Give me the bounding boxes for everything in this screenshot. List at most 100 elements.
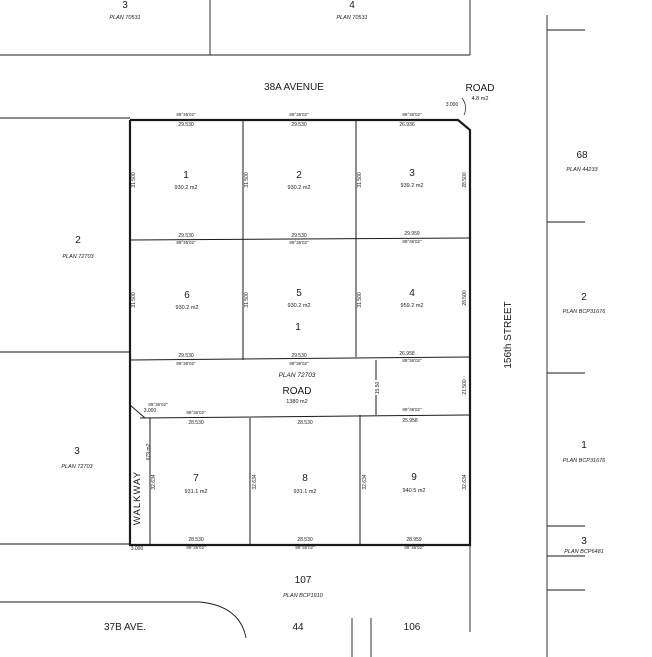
lot-number: 1: [183, 170, 189, 181]
bearing: 89°36'02": [402, 358, 422, 363]
road-corner-label: ROAD: [466, 83, 495, 94]
distance: 28.530: [188, 537, 204, 543]
bottom-neighbour-labels: 107 PLAN BCP1910 44 106: [283, 575, 421, 633]
bearing: 89°36'02": [402, 407, 422, 412]
bearing: 89°36'02": [176, 240, 196, 245]
lot-area: 930.2 m2: [288, 185, 311, 191]
neighbour-lot-107: 107: [295, 575, 312, 586]
new-road-area: 1380 m2: [286, 399, 307, 405]
new-road-label: ROAD: [283, 386, 312, 397]
neighbour-lot-106: 106: [404, 622, 421, 633]
bearing: 89°36'02": [289, 240, 309, 245]
distance: 28.500: [462, 290, 468, 306]
distance: 21.500: [462, 379, 468, 395]
distance: 3.000: [144, 408, 157, 414]
street-156th: 156th STREET: [503, 301, 514, 368]
distance: 3.000: [131, 546, 144, 552]
neighbour-plan-2-right: PLAN BCP31676: [563, 309, 606, 315]
neighbour-lot-2-left: 2: [75, 235, 81, 246]
distance: 3.000: [446, 102, 459, 108]
distance: 26.958: [399, 351, 415, 357]
lot-number: 5: [296, 288, 302, 299]
bearing: 89°36'02": [404, 545, 424, 550]
lot-number: 7: [193, 473, 199, 484]
distance: 29.530: [178, 353, 194, 359]
walkway-area: 679 m2: [146, 443, 152, 460]
neighbour-plan-1-right: PLAN BCP31676: [563, 458, 606, 464]
lot-number: 3: [409, 168, 415, 179]
lot-area: 959.2 m2: [401, 303, 424, 309]
bearing: 89°36'02": [402, 112, 422, 117]
distance: 29.530: [291, 353, 307, 359]
neighbour-lot-3-right: 3: [581, 536, 587, 547]
lot-area: 930.2 m2: [176, 305, 199, 311]
neighbour-lot-44: 44: [292, 622, 304, 633]
distance: 29.530: [291, 122, 307, 128]
right-neighbour-labels: 68 PLAN 44233 2 PLAN BCP31676 1 PLAN BCP…: [563, 150, 606, 555]
lot-area: 940.5 m2: [403, 488, 426, 494]
street-labels: 38A AVENUE ROAD 4.8 m2 156th STREET 37B …: [104, 82, 514, 633]
distance: 28.959: [406, 537, 422, 543]
lot-number: 4: [409, 288, 415, 299]
distance: 28.530: [297, 420, 313, 426]
distance: 29.530: [178, 122, 194, 128]
walkway: WALKWAY 679 m2: [132, 443, 152, 525]
neighbour-plan-2-left: PLAN 72703: [62, 254, 94, 260]
distance: 15.50: [375, 382, 381, 395]
central-road-labels: 1 PLAN 72703 ROAD 1380 m2: [279, 322, 316, 405]
distance: 29.530: [291, 233, 307, 239]
neighbour-plan-68: PLAN 44233: [566, 167, 598, 173]
neighbour-lot-1-right: 1: [581, 440, 587, 451]
distance: 28.530: [297, 537, 313, 543]
lot-number: 6: [184, 290, 190, 301]
street-38a-avenue: 38A AVENUE: [264, 82, 324, 93]
distance: 31.500: [131, 172, 137, 188]
walkway-label: WALKWAY: [132, 471, 143, 525]
bearing: 89°36'02": [186, 410, 206, 415]
bearing: 89°36'02": [289, 361, 309, 366]
lot-area: 930.2 m2: [175, 185, 198, 191]
neighbour-lot-4-top: 4: [349, 0, 355, 11]
lot-area: 930.2 m2: [288, 303, 311, 309]
corner-callout-arrow: [461, 97, 466, 116]
bearing: 89°36'02": [295, 545, 315, 550]
parent-plan-ref: PLAN 72703: [279, 372, 316, 379]
road-corner-area: 4.8 m2: [472, 96, 489, 102]
bearing: 89°36'02": [176, 361, 196, 366]
neighbour-plan-107: PLAN BCP1910: [283, 593, 323, 599]
neighbour-plan-4-top: PLAN 70531: [336, 15, 367, 21]
distance: 31.500: [357, 292, 363, 308]
distance: 31.500: [357, 172, 363, 188]
neighbour-lot-3-top: 3: [122, 0, 128, 11]
subdivision-boundary: [128, 118, 472, 547]
distance: 28.500: [462, 172, 468, 188]
bearing: 89°36'02": [148, 402, 168, 407]
street-37b-avenue: 37B AVE.: [104, 622, 146, 633]
bearing: 89°36'02": [186, 545, 206, 550]
lot-area: 931.1 m2: [294, 489, 317, 495]
left-neighbour-labels: 2 PLAN 72703 3 PLAN 72703: [61, 235, 94, 470]
lot-number: 9: [411, 472, 417, 483]
neighbour-plan-3-left: PLAN 72703: [61, 464, 93, 470]
distance: 31.500: [131, 292, 137, 308]
distance: 29.959: [404, 231, 420, 237]
neighbour-plan-3-top: PLAN 70531: [109, 15, 140, 21]
distance: 32.634: [462, 474, 468, 490]
bearing: 89°36'02": [176, 112, 196, 117]
lot-number: 8: [302, 473, 308, 484]
distance: 31.500: [244, 172, 250, 188]
neighbour-lot-3-left: 3: [74, 446, 80, 457]
neighbour-lot-68: 68: [576, 150, 588, 161]
top-neighbour-labels: 3 PLAN 70531 4 PLAN 70531: [109, 0, 367, 21]
distance: 32.634: [252, 474, 258, 490]
lot-number: 2: [296, 170, 302, 181]
bearing: 89°36'02": [289, 112, 309, 117]
distance: 29.530: [178, 233, 194, 239]
neighbour-lot-2-right: 2: [581, 292, 587, 303]
surrounding-parcel-lines: [0, 0, 585, 657]
neighbour-plan-3-right: PLAN BCP6481: [564, 549, 603, 555]
lot-area: 939.2 m2: [401, 183, 424, 189]
distance: 26.936: [399, 122, 415, 128]
distance: 32.634: [151, 474, 157, 490]
